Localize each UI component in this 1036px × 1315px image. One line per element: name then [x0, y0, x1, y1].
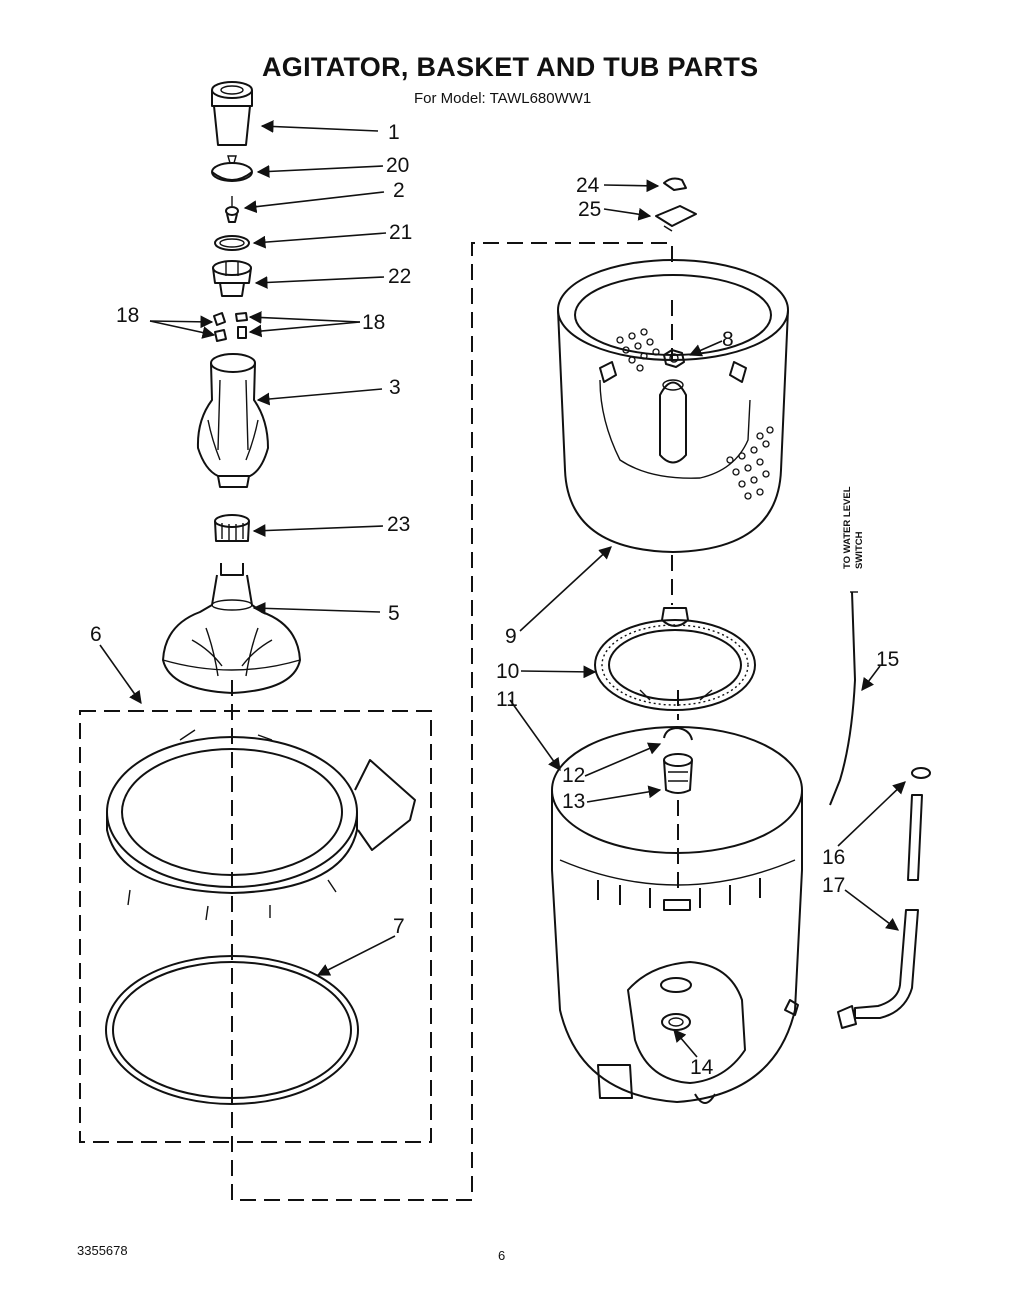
part-9-basket [557, 259, 789, 553]
part-8-nut [663, 349, 685, 368]
part-2-bolt [225, 196, 239, 223]
callout-labels: 1 20 2 21 22 18 18 3 23 5 6 7 24 25 8 9 … [90, 121, 899, 1079]
callout-14: 14 [690, 1056, 714, 1079]
callout-11: 11 [496, 688, 518, 711]
page-number: 6 [498, 1248, 506, 1263]
callout-20: 20 [386, 154, 409, 177]
callout-21: 21 [389, 221, 412, 244]
callout-1: 1 [388, 121, 400, 144]
part-22-cam [212, 260, 252, 297]
callout-25: 25 [578, 198, 601, 221]
part-18-dogs [213, 312, 248, 342]
note-line-1: TO WATER LEVEL [842, 486, 853, 569]
callout-8: 8 [722, 328, 734, 351]
callout-18-right: 18 [362, 311, 385, 334]
callout-17: 17 [822, 874, 845, 897]
basket-holes [616, 328, 774, 500]
part-7-gasket [105, 955, 359, 1105]
callout-13: 13 [562, 790, 585, 813]
callout-9: 9 [505, 625, 517, 648]
part-20-seal [211, 155, 253, 182]
callout-24: 24 [576, 174, 600, 197]
callout-7: 7 [393, 915, 405, 938]
part-24-retainer [663, 177, 687, 191]
part-23-spline [214, 514, 250, 542]
page-title: AGITATOR, BASKET AND TUB PARTS [262, 52, 759, 82]
callout-5: 5 [388, 602, 400, 625]
part-21-o-ring [214, 235, 250, 251]
callout-23: 23 [387, 513, 410, 536]
callout-15: 15 [876, 648, 899, 671]
part-16-clamp [911, 767, 931, 779]
water-level-switch-note: TO WATER LEVEL SWITCH [842, 486, 865, 569]
part-11-outer-tub [551, 726, 803, 1104]
callout-10: 10 [496, 660, 519, 683]
part-3-agitator-barrel [196, 353, 269, 488]
part-15-pressure-hose [829, 591, 858, 806]
tub-ring-group-box [79, 710, 432, 1143]
model-subtitle: For Model: TAWL680WW1 [414, 90, 592, 107]
callout-2: 2 [393, 179, 405, 202]
part-6-tub-ring [106, 729, 416, 921]
part-10-hub [594, 607, 756, 711]
assembly-dash-lines [79, 242, 679, 1201]
part-12-clip [663, 727, 693, 741]
part-1-agitator-cap [211, 81, 253, 146]
callout-18-left: 18 [116, 304, 139, 327]
note-line-2: SWITCH [854, 531, 865, 569]
callout-12: 12 [562, 764, 585, 787]
callout-16: 16 [822, 846, 845, 869]
leader-lines [99, 120, 906, 1058]
document-number: 3355678 [77, 1243, 128, 1258]
part-5-agitator-base [162, 563, 301, 694]
part-17-drain-hose [837, 794, 923, 1029]
part-13-drive-block [663, 753, 693, 794]
callout-3: 3 [389, 376, 401, 399]
callout-6: 6 [90, 623, 102, 646]
callout-22: 22 [388, 265, 411, 288]
part-25-plate [655, 205, 697, 232]
